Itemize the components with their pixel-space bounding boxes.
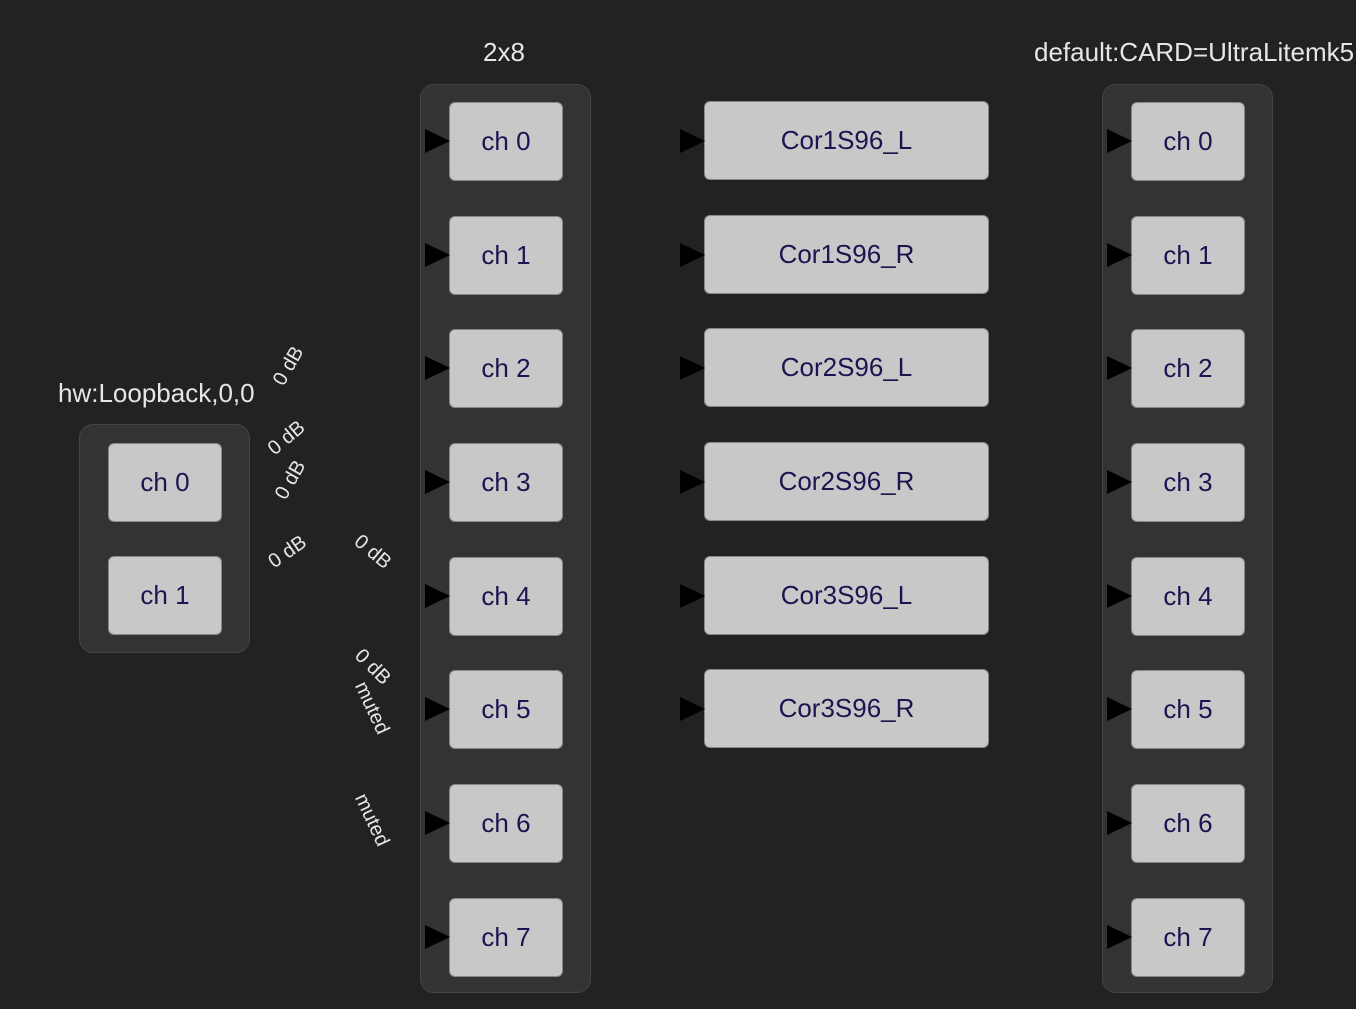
filter-block-1[interactable]: Cor1S96_R	[704, 215, 989, 294]
playback-input-arrow-5	[1107, 697, 1132, 721]
mixer-input-arrow-2	[425, 356, 450, 380]
playback-input-arrow-3	[1107, 470, 1132, 494]
filter-input-arrow-3	[680, 470, 705, 494]
gain-label-7: muted	[350, 790, 394, 850]
playback-channel-6[interactable]: ch 6	[1131, 784, 1245, 863]
mixer-channel-7[interactable]: ch 7	[449, 898, 563, 977]
source-title: hw:Loopback,0,0	[58, 378, 255, 408]
playback-channel-7[interactable]: ch 7	[1131, 898, 1245, 977]
filter-block-3[interactable]: Cor2S96_R	[704, 442, 989, 521]
playback-input-arrow-0	[1107, 129, 1132, 153]
playback-channel-3[interactable]: ch 3	[1131, 443, 1245, 522]
mixer-group: ch 0 ch 1 ch 2 ch 3 ch 4 ch 5 ch 6 ch 7	[420, 84, 591, 993]
source-channel-1[interactable]: ch 1	[108, 556, 222, 635]
mixer-input-arrow-7	[425, 925, 450, 949]
filter-block-5[interactable]: Cor3S96_R	[704, 669, 989, 748]
mixer-channel-1[interactable]: ch 1	[449, 216, 563, 295]
gain-label-3: 0 dB	[264, 531, 311, 573]
mixer-channel-3[interactable]: ch 3	[449, 443, 563, 522]
gain-label-2: 0 dB	[270, 456, 311, 504]
filter-input-arrow-0	[680, 129, 705, 153]
filter-input-arrow-1	[680, 243, 705, 267]
playback-channel-2[interactable]: ch 2	[1131, 329, 1245, 408]
gain-label-5: 0 dB	[350, 644, 395, 690]
playback-channel-5[interactable]: ch 5	[1131, 670, 1245, 749]
mixer-channel-0[interactable]: ch 0	[449, 102, 563, 181]
mixer-channel-5[interactable]: ch 5	[449, 670, 563, 749]
filter-block-0[interactable]: Cor1S96_L	[704, 101, 989, 180]
filter-input-arrow-2	[680, 356, 705, 380]
mixer-input-arrow-5	[425, 697, 450, 721]
filter-block-4[interactable]: Cor3S96_L	[704, 556, 989, 635]
filter-input-arrow-5	[680, 697, 705, 721]
playback-channel-1[interactable]: ch 1	[1131, 216, 1245, 295]
filter-block-2[interactable]: Cor2S96_L	[704, 328, 989, 407]
mixer-channel-6[interactable]: ch 6	[449, 784, 563, 863]
gain-label-0: 0 dB	[268, 342, 309, 390]
mixer-input-arrow-4	[425, 584, 450, 608]
mixer-input-arrow-6	[425, 811, 450, 835]
playback-channel-0[interactable]: ch 0	[1131, 102, 1245, 181]
mixer-channel-4[interactable]: ch 4	[449, 557, 563, 636]
filter-input-arrow-4	[680, 584, 705, 608]
gain-label-4: 0 dB	[349, 530, 396, 574]
mixer-title: 2x8	[483, 37, 525, 67]
mixer-input-arrow-0	[425, 129, 450, 153]
playback-input-arrow-2	[1107, 356, 1132, 380]
playback-title: default:CARD=UltraLitemk5	[1034, 37, 1355, 67]
playback-channel-4[interactable]: ch 4	[1131, 557, 1245, 636]
playback-input-arrow-4	[1107, 584, 1132, 608]
playback-input-arrow-6	[1107, 811, 1132, 835]
mixer-channel-2[interactable]: ch 2	[449, 329, 563, 408]
playback-group: ch 0 ch 1 ch 2 ch 3 ch 4 ch 5 ch 6 ch 7	[1102, 84, 1273, 993]
source-channel-0[interactable]: ch 0	[108, 443, 222, 522]
mixer-input-arrow-1	[425, 243, 450, 267]
mixer-input-arrow-3	[425, 470, 450, 494]
playback-input-arrow-7	[1107, 925, 1132, 949]
gain-label-6: muted	[350, 678, 394, 738]
gain-label-1: 0 dB	[263, 416, 310, 460]
source-group: ch 0 ch 1	[79, 424, 250, 653]
playback-input-arrow-1	[1107, 243, 1132, 267]
